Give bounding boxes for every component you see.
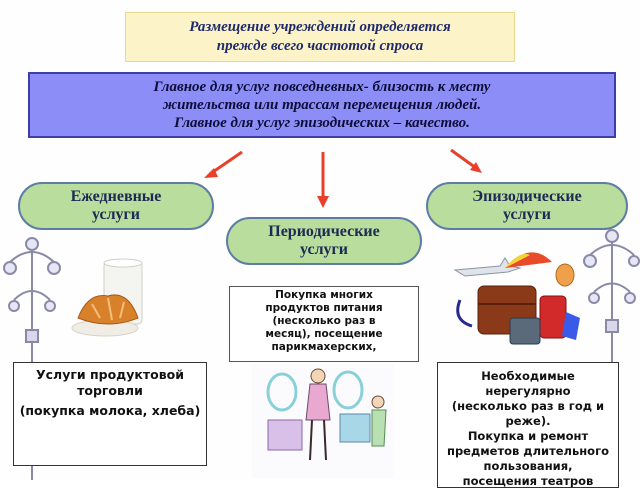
periodic-desc-line: Покупка многих [275, 289, 373, 301]
arrow-right-icon [450, 148, 482, 173]
periodic-label-line-2: услуги [299, 241, 349, 258]
main-line-3: Главное для услуг эпизодических – качест… [174, 115, 470, 131]
periodic-desc-line: (несколько раз в [272, 315, 376, 327]
daily-label-line-2: услуги [91, 206, 141, 223]
main-line-1: Главное для услуг повседневных- близость… [153, 79, 491, 95]
main-statement: Главное для услуг повседневных- близость… [28, 72, 616, 138]
episodic-desc-line: (несколько раз в год и [451, 399, 605, 413]
periodic-desc-line: парикмахерских, [271, 341, 377, 353]
title-line-1: Размещение учреждений определяется [189, 19, 451, 35]
daily-desc-line: Услуги продуктовой торговли [36, 367, 184, 398]
arrow-down-icon [317, 152, 329, 208]
arrow-left-icon [204, 150, 243, 178]
travel-luggage-icon [453, 252, 580, 345]
episodic-desc-line: Необходимые [481, 369, 575, 383]
salon-people-icon [252, 364, 394, 478]
periodic-description: Покупка многих продуктов питания (нескол… [229, 286, 419, 362]
right-street-lamp-icon [583, 229, 640, 362]
periodic-desc-line: месяц), посещение [265, 328, 383, 340]
daily-label-line-1: Ежедневные [70, 188, 162, 205]
periodic-services-oval: Периодические услуги [226, 217, 422, 265]
bread-milk-icon [71, 258, 143, 337]
main-line-2: жительства или трассам перемещения людей… [162, 97, 482, 113]
episodic-services-oval: Эпизодические услуги [426, 182, 628, 230]
episodic-description: Необходимые нерегулярно (несколько раз в… [437, 362, 619, 488]
daily-desc-line: (покупка молока, хлеба) [19, 403, 201, 418]
periodic-label-line-1: Периодические [268, 223, 380, 240]
daily-description: Услуги продуктовой торговли (покупка мол… [13, 362, 207, 466]
episodic-desc-line: нерегулярно [485, 384, 571, 398]
episodic-desc-line: Покупка и ремонт [467, 429, 589, 443]
title-line-2: прежде всего частотой спроса [216, 38, 424, 54]
periodic-desc-line: продуктов питания [265, 302, 383, 314]
daily-services-oval: Ежедневные услуги [18, 182, 214, 230]
episodic-desc-line: предметов длительного [447, 444, 609, 458]
episodic-desc-line: пользования, [483, 459, 573, 473]
episodic-label-line-2: услуги [502, 206, 552, 223]
episodic-label-line-1: Эпизодические [472, 188, 582, 205]
episodic-desc-line: посещения театров [462, 474, 594, 488]
episodic-desc-line: реже). [505, 414, 551, 428]
slide-title: Размещение учреждений определяется прежд… [125, 12, 515, 62]
